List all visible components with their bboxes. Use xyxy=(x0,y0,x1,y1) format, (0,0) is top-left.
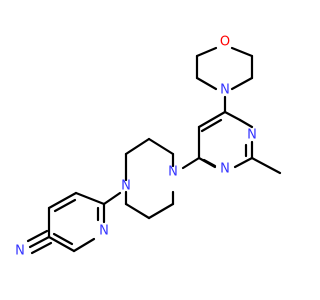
morpholine-nitrogen-atom: N xyxy=(220,83,230,98)
pyrimidine-nitrogen-atom: N xyxy=(220,162,230,177)
bond xyxy=(52,232,74,246)
bond xyxy=(195,46,218,58)
bond xyxy=(124,137,151,156)
bond xyxy=(230,46,254,58)
canvas-background xyxy=(0,0,300,300)
bond xyxy=(74,191,106,206)
bond xyxy=(223,110,242,122)
bond xyxy=(30,241,53,255)
bond xyxy=(230,76,254,91)
bond xyxy=(233,156,254,169)
bond xyxy=(102,191,122,206)
bond xyxy=(124,202,151,220)
atom-labels: O N N N N N N N xyxy=(15,35,257,259)
bond xyxy=(250,156,282,175)
piperazine-nitrogen-atom: N xyxy=(168,165,178,180)
bond xyxy=(238,118,254,129)
pyrimidine-nitrogen-atom: N xyxy=(247,128,257,143)
bond xyxy=(28,235,51,249)
bond xyxy=(202,158,217,168)
nitrile-nitrogen-atom: N xyxy=(15,244,25,259)
bond xyxy=(181,156,201,170)
bond xyxy=(47,235,76,253)
bond xyxy=(72,237,96,253)
bond xyxy=(197,110,227,129)
bonds xyxy=(26,46,282,255)
bond xyxy=(195,76,218,91)
bond xyxy=(26,229,49,243)
bond xyxy=(147,202,175,220)
bond xyxy=(53,198,77,213)
bond xyxy=(200,118,223,133)
oxygen-atom: O xyxy=(220,35,230,50)
bond xyxy=(47,191,78,210)
pyridine-nitrogen-atom: N xyxy=(99,224,109,239)
piperazine-nitrogen-atom: N xyxy=(121,179,131,194)
bond xyxy=(147,137,175,156)
molecule-structure: O N N N N N N N xyxy=(0,0,300,300)
